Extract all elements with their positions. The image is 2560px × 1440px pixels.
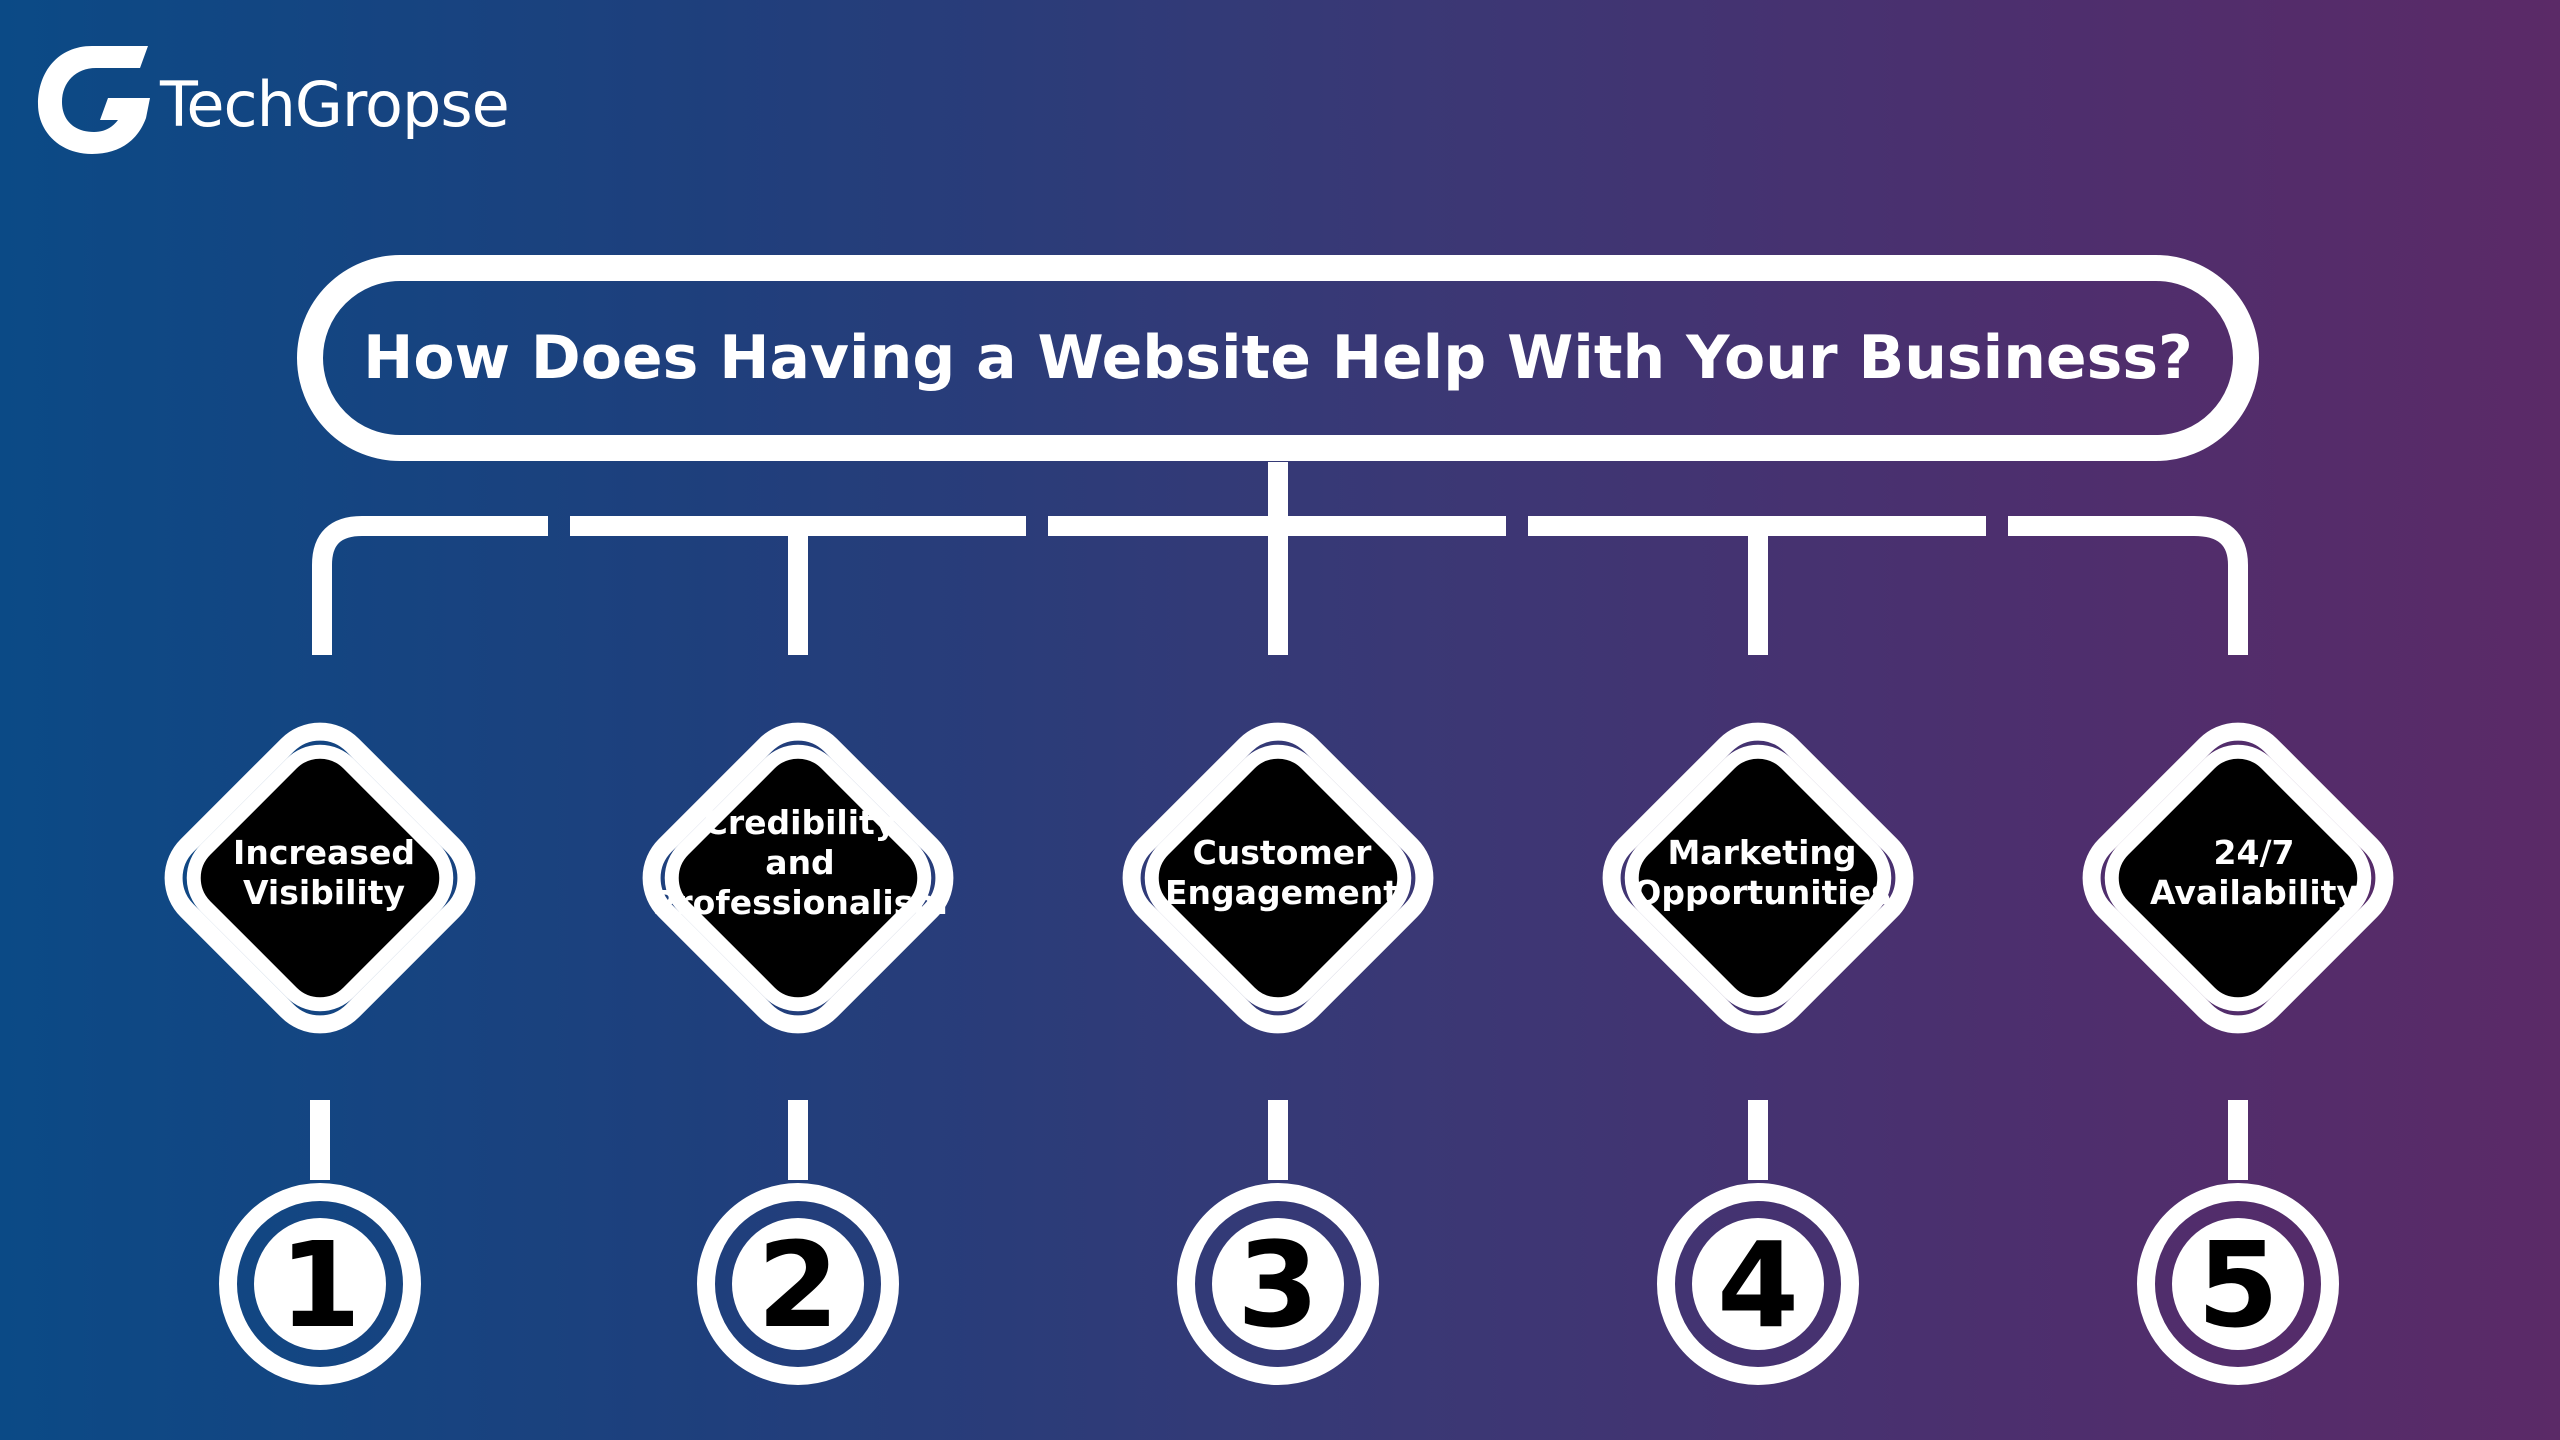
node-label-line: and: [765, 843, 834, 882]
number-ring-outer: [1657, 1183, 1859, 1385]
g-logo-icon: [38, 46, 150, 154]
diamond-inner: [186, 744, 454, 1012]
number-ring-inner: [732, 1218, 864, 1350]
diamond-outer: [1602, 722, 1914, 1034]
diamond-inner: [664, 744, 932, 1012]
number-ring-outer: [697, 1183, 899, 1385]
node-4: Marketing Opportunities 4: [1602, 722, 1914, 1385]
title-pill-outline: [297, 255, 2259, 461]
number-ring-inner: [2172, 1218, 2304, 1350]
node-label-line: Credibility: [704, 803, 897, 842]
node-label-line: Customer: [1193, 833, 1373, 872]
node-number: 4: [1717, 1216, 1799, 1354]
number-ring-inner: [254, 1218, 386, 1350]
diamond-outer: [642, 722, 954, 1034]
bus-segment-left: [312, 516, 548, 655]
node-label-line: Opportunities: [1633, 873, 1890, 912]
number-ring-inner: [1212, 1218, 1344, 1350]
node-number: 3: [1237, 1216, 1319, 1354]
node-label-line: Professionalism: [652, 883, 948, 922]
node-number: 1: [279, 1216, 361, 1354]
node-label-line: Marketing: [1667, 833, 1856, 872]
diamond-outer: [164, 722, 476, 1034]
diamond-inner: [1144, 744, 1412, 1012]
number-ring-inner: [1692, 1218, 1824, 1350]
diamond-inner: [1624, 744, 1892, 1012]
node-label-line: Increased: [233, 833, 415, 872]
node-1: Increased Visibility 1: [164, 722, 476, 1385]
number-ring-outer: [1177, 1183, 1379, 1385]
node-label-line: Engagement: [1165, 873, 1399, 912]
diamond-inner: [2104, 744, 2372, 1012]
brand-logo: TechGropse: [38, 46, 510, 154]
bus-segment-right: [2008, 516, 2248, 655]
node-5: 24/7 Availability 5: [2082, 722, 2394, 1385]
title-box: How Does Having a Website Help With Your…: [297, 255, 2259, 461]
node-3: Customer Engagement 3: [1122, 722, 1434, 1385]
brand-name: TechGropse: [159, 68, 509, 141]
node-2: Credibility and Professionalism 2: [642, 722, 954, 1385]
diamond-outer: [1122, 722, 1434, 1034]
number-ring-outer: [219, 1183, 421, 1385]
diagram-title: How Does Having a Website Help With Your…: [363, 323, 2193, 393]
diamond-outer: [2082, 722, 2394, 1034]
node-label-line: Visibility: [243, 873, 405, 912]
node-number: 5: [2197, 1216, 2279, 1354]
number-ring-outer: [2137, 1183, 2339, 1385]
node-label-line: 24/7: [2214, 833, 2295, 872]
node-number: 2: [757, 1216, 839, 1354]
node-label-line: Availability: [2150, 873, 2358, 912]
node-drops: [788, 526, 1768, 655]
